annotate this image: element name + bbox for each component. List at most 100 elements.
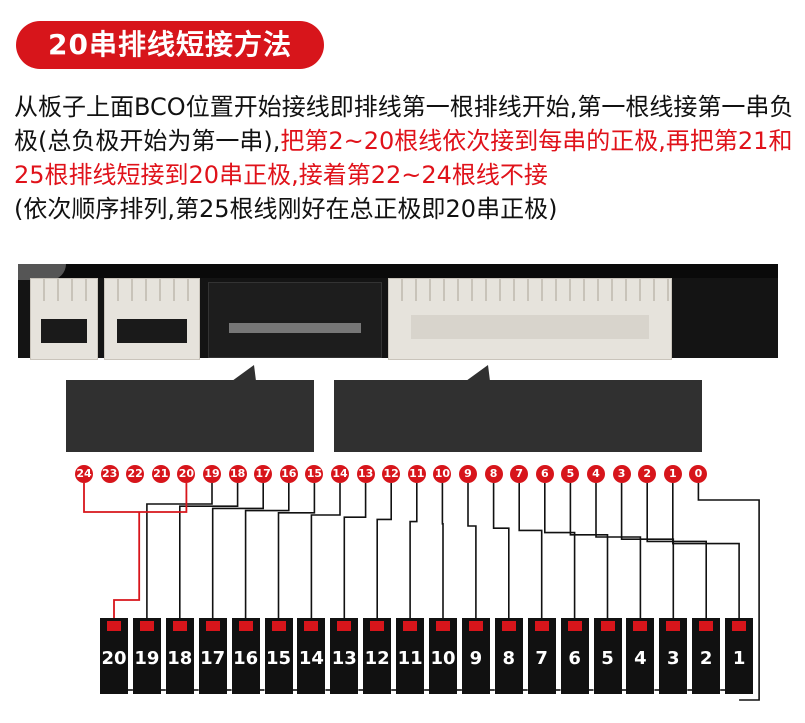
cell-number: 12 bbox=[364, 648, 390, 669]
pin-label: 12 bbox=[382, 465, 401, 483]
cell-positive-terminal bbox=[370, 621, 385, 631]
cell-positive-terminal bbox=[238, 621, 253, 631]
label-pointer-right bbox=[466, 365, 490, 381]
cell-number: 18 bbox=[167, 648, 193, 669]
short-bus bbox=[83, 483, 188, 513]
sense-wire bbox=[569, 483, 609, 618]
cell-number: 4 bbox=[634, 648, 647, 669]
pin-label: 4 bbox=[587, 465, 605, 483]
pin-label: 10 bbox=[433, 465, 452, 483]
cell-number: 13 bbox=[331, 648, 357, 669]
pin-label: 17 bbox=[254, 465, 273, 483]
pin-label: 21 bbox=[151, 465, 170, 483]
sense-wire bbox=[343, 483, 367, 618]
cell-positive-terminal bbox=[468, 621, 483, 631]
cell-positive-terminal bbox=[534, 621, 549, 631]
cell-positive-terminal bbox=[436, 621, 450, 631]
cell-number: 5 bbox=[601, 648, 614, 669]
bco-connector bbox=[208, 282, 382, 358]
pin-label: 3 bbox=[612, 465, 631, 483]
cell-positive-terminal bbox=[403, 621, 418, 631]
description-highlight: 把第2~20根线依次接到每串的正极,再把第21和25根排线短接到20串正极,接着… bbox=[14, 127, 793, 189]
sense-wire bbox=[544, 483, 576, 618]
pin-label: 15 bbox=[305, 465, 324, 483]
pin-label: 16 bbox=[279, 465, 298, 483]
cell-positive-terminal bbox=[271, 621, 286, 631]
pin-label: 14 bbox=[331, 465, 349, 483]
cell-number: 17 bbox=[200, 648, 226, 669]
pin-label: 5 bbox=[561, 465, 580, 483]
cell-positive-terminal bbox=[107, 621, 121, 631]
pin-label: 19 bbox=[203, 465, 221, 483]
cell-positive-terminal bbox=[699, 621, 714, 631]
small-connector-2 bbox=[104, 278, 200, 360]
cell-number: 15 bbox=[265, 648, 292, 669]
cell-number: 8 bbox=[502, 648, 516, 669]
sense-wire bbox=[492, 483, 510, 618]
page-title: 20串排线短接方法 bbox=[16, 21, 324, 69]
cell-positive-terminal bbox=[304, 621, 319, 631]
sense-wire bbox=[646, 483, 707, 618]
description-note: (依次顺序排列,第25根线刚好在总正极即20串正极) bbox=[14, 195, 558, 223]
cell-number: 20 bbox=[101, 648, 127, 669]
sense-wire bbox=[376, 483, 392, 618]
cell-positive-terminal bbox=[633, 621, 648, 631]
cell-number: 6 bbox=[568, 648, 581, 669]
cell-number: 10 bbox=[430, 648, 456, 669]
sense-wire bbox=[518, 483, 543, 618]
pin-label: 1 bbox=[663, 465, 682, 483]
cell-number: 1 bbox=[732, 648, 746, 669]
pin-label: 8 bbox=[484, 465, 503, 483]
pin-label: 9 bbox=[459, 465, 477, 483]
cell-positive-terminal bbox=[139, 621, 154, 631]
cell-positive-terminal bbox=[172, 621, 187, 631]
description: 从板子上面BCO位置开始接线即排线第一根排线开始,第一根线接第一串负极(总负极开… bbox=[14, 90, 804, 226]
cell-number: 9 bbox=[469, 648, 483, 669]
sense-wire bbox=[211, 483, 264, 618]
description-text: 从板子上面BCO位置开始接线即排线第一根排线开始,第一根线接第一串负极(总负极开… bbox=[14, 93, 794, 155]
cell-number: 11 bbox=[397, 648, 423, 669]
sense-wire bbox=[244, 483, 290, 618]
board-edge bbox=[18, 264, 778, 278]
short-to-cell-20 bbox=[113, 512, 141, 618]
cell-number: 3 bbox=[667, 648, 680, 669]
cell-positive-terminal bbox=[600, 621, 615, 631]
cell-positive-terminal bbox=[501, 621, 516, 631]
cell-positive-terminal bbox=[567, 621, 582, 631]
board-mount-hole bbox=[18, 264, 66, 280]
pin-label: 2 bbox=[638, 465, 657, 483]
sense-wire bbox=[409, 483, 418, 618]
pin-label: 13 bbox=[356, 465, 375, 483]
sense-wire bbox=[310, 483, 341, 618]
cell-number: 16 bbox=[233, 648, 259, 669]
label-pointer-left bbox=[232, 365, 256, 381]
sense-wire bbox=[595, 483, 642, 618]
cell-positive-terminal bbox=[337, 621, 352, 631]
cell-number: 2 bbox=[699, 648, 713, 669]
balance-connector bbox=[388, 278, 672, 360]
sense-wire-negative bbox=[697, 483, 760, 701]
cell-number: 14 bbox=[298, 648, 324, 669]
pin-label: 20 bbox=[177, 465, 196, 483]
cell-positive-terminal bbox=[205, 621, 220, 631]
sense-wire bbox=[441, 483, 444, 618]
cell-number: 7 bbox=[535, 648, 548, 669]
pin-label: 24 bbox=[75, 465, 93, 483]
pin-label: 0 bbox=[689, 465, 708, 483]
sense-wire bbox=[620, 483, 675, 618]
pin-label: 18 bbox=[228, 465, 247, 483]
cell-positive-terminal bbox=[732, 621, 747, 631]
label-box-left bbox=[66, 380, 314, 452]
cell-positive-terminal bbox=[666, 621, 681, 631]
pin-label: 11 bbox=[407, 465, 426, 483]
sense-wire bbox=[277, 483, 316, 618]
sense-wire bbox=[146, 483, 213, 618]
label-box-right bbox=[334, 380, 702, 452]
pin-label: 23 bbox=[100, 465, 119, 483]
pin-label: 22 bbox=[126, 465, 145, 483]
pin-label: 6 bbox=[535, 465, 554, 483]
small-connector-1 bbox=[30, 278, 98, 360]
sense-wire bbox=[179, 483, 239, 618]
cell-number: 19 bbox=[134, 648, 160, 669]
